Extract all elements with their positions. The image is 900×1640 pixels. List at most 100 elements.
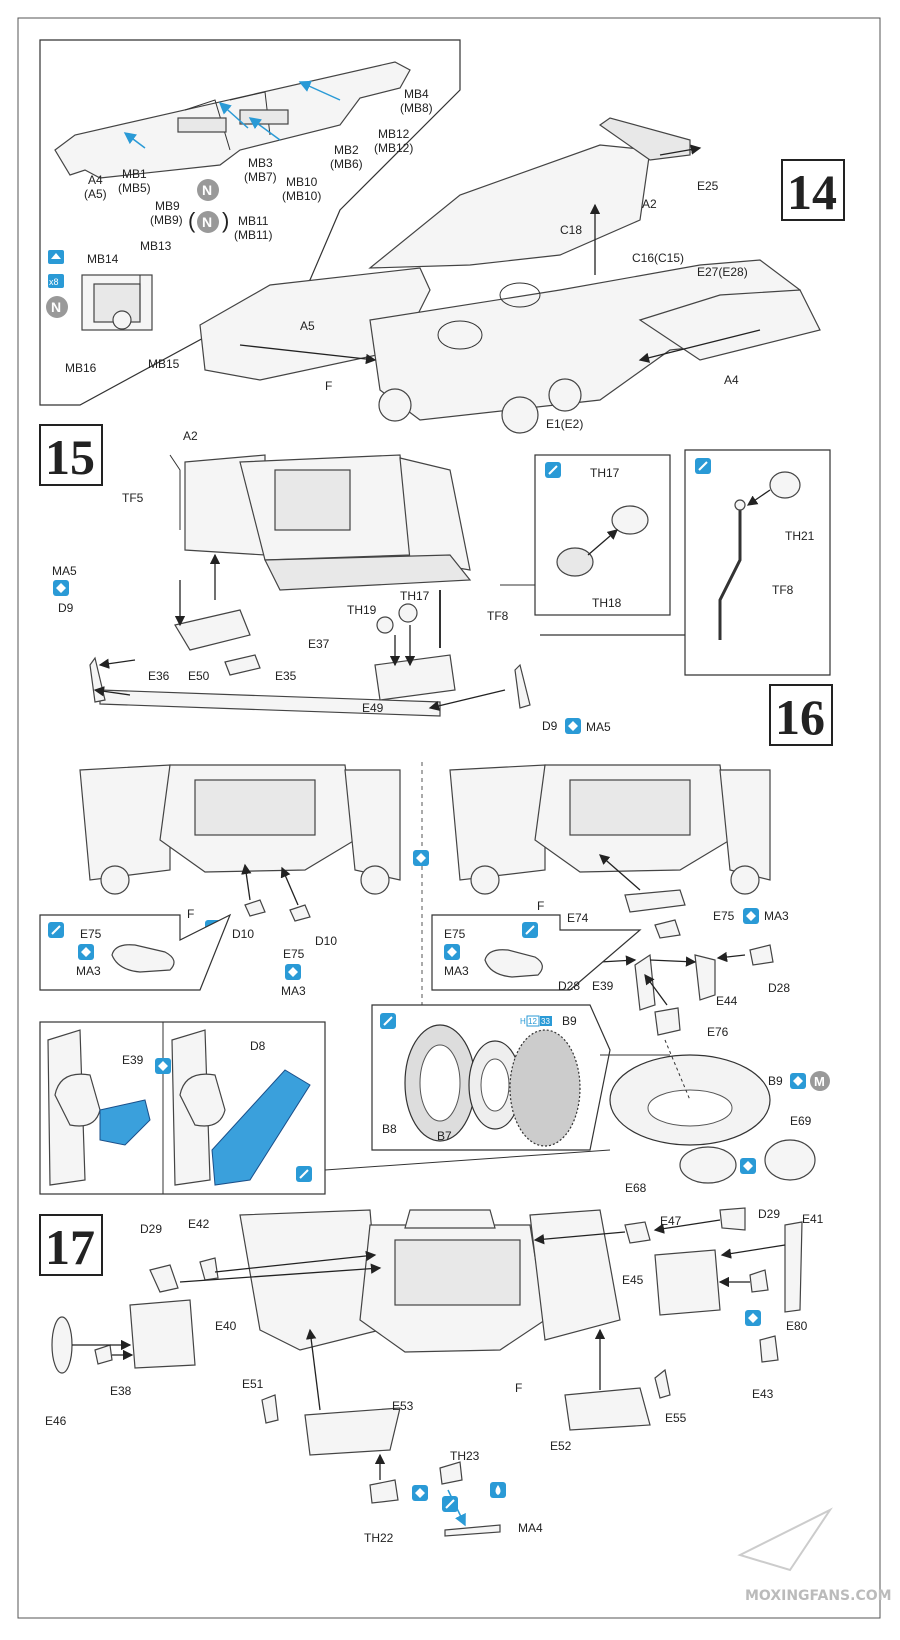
part-D10-right (289, 904, 311, 922)
label-E1: E1(E2) (546, 417, 583, 431)
part-B9 (509, 1029, 581, 1147)
label-MB10-paren: (MB10) (282, 189, 321, 203)
label-MB9: MB9 (155, 199, 180, 213)
label-MB11-paren: (MB11) (234, 228, 272, 242)
modify-icon: M (810, 1071, 830, 1091)
part-E76 (654, 1007, 681, 1036)
part-E44 (694, 954, 716, 1001)
label-MB4: MB4 (404, 87, 429, 101)
label-E27: E27(E28) (697, 265, 748, 279)
label-MB1: MB1 (122, 167, 147, 181)
part-E47 (624, 1221, 651, 1244)
label-A4-main: A4 (724, 373, 739, 387)
part-E69 (764, 1139, 816, 1181)
label-E74: E74 (567, 911, 589, 925)
hull-rear-16b (449, 764, 771, 895)
label-E47: E47 (660, 1214, 682, 1228)
glue-icon-16k (296, 1166, 312, 1182)
label-A2-15: A2 (183, 429, 198, 443)
label-MA5-a: MA5 (52, 564, 77, 578)
label-E53: E53 (392, 1399, 414, 1413)
part-D10-left (244, 899, 266, 917)
arrow-E25 (659, 144, 702, 156)
label-MA3-a: MA3 (76, 964, 101, 978)
part-E75-detail-left (111, 944, 175, 973)
label-MB8: (MB8) (400, 101, 433, 115)
part-TH18-detail (556, 547, 594, 577)
label-E36: E36 (148, 669, 170, 683)
step-14: 14 A4 (A5) MB1 (MB5) MB9 (MB9) MB11 (MB1… (39, 39, 845, 434)
glue-icon-tf8 (695, 458, 711, 474)
label-E76: E76 (707, 1025, 729, 1039)
glue-icon-16e (743, 908, 759, 924)
label-E39-b: E39 (122, 1053, 144, 1067)
glue-icon-th (545, 462, 561, 478)
label-E25: E25 (697, 179, 719, 193)
part-D29-left (149, 1264, 179, 1293)
label-MA3-c: MA3 (764, 909, 789, 923)
part-TH17 (398, 603, 418, 623)
glue-icon-16h (790, 1073, 806, 1089)
part-MA4 (444, 1524, 501, 1537)
label-D8: D8 (250, 1039, 266, 1053)
label-D29-a: D29 (140, 1222, 162, 1236)
step-17: 17 (39, 1207, 824, 1545)
label-A2: A2 (642, 197, 657, 211)
label-A5-main: A5 (300, 319, 315, 333)
label-E75-d: E75 (444, 927, 466, 941)
label-E42: E42 (188, 1217, 210, 1231)
part-E49 (374, 654, 456, 701)
label-MB15: MB15 (148, 357, 180, 371)
glue-icon-16i (740, 1158, 756, 1174)
part-E75-right (654, 919, 681, 939)
label-E80: E80 (786, 1319, 808, 1333)
part-E39 (634, 953, 656, 1011)
arrow-E41 (720, 1244, 786, 1259)
label-B9: B9 (562, 1014, 577, 1028)
arrow-E53 (305, 1328, 321, 1411)
dash-E76-wheel (664, 1039, 691, 1101)
label-E45: E45 (622, 1273, 644, 1287)
part-D8-highlight (211, 1069, 311, 1186)
arrow-E42 (214, 1250, 377, 1273)
part-E41 (784, 1221, 803, 1313)
label-B7: B7 (437, 1129, 452, 1143)
part-E40 (129, 1299, 196, 1369)
part-E55 (654, 1368, 671, 1399)
step-16: 16 F D10 D10 E75 MA3 (39, 684, 833, 1195)
label-A5-paren: (A5) (84, 187, 107, 201)
times-8-icon: x8 (48, 274, 64, 288)
mirror-detail-drawing (81, 274, 153, 331)
label-E55: E55 (665, 1411, 687, 1425)
arrow-D29-right (653, 1219, 721, 1234)
part-TF8-detail (718, 510, 742, 640)
svg-text:H: H (520, 1017, 526, 1026)
part-E52 (564, 1387, 651, 1431)
arrow-TH21 (746, 489, 771, 506)
arrow-A5 (239, 344, 377, 365)
glue-icon-16d (413, 850, 429, 866)
label-B8: B8 (382, 1122, 397, 1136)
part-E80 (749, 1269, 769, 1293)
label-MB11: MB11 (238, 214, 269, 228)
glue-drop-icon-17 (490, 1482, 506, 1498)
label-TH18: TH18 (592, 596, 622, 610)
glue-icon-tire (380, 1013, 396, 1029)
label-MB16: MB16 (65, 361, 97, 375)
part-E51 (261, 1394, 279, 1424)
part-E53 (304, 1407, 401, 1456)
glue-icon-16g (444, 944, 460, 960)
part-TH17-detail (611, 505, 649, 535)
inset-E75-right (431, 914, 642, 991)
label-E37: E37 (308, 637, 330, 651)
mount-drawing-left (47, 1029, 101, 1186)
label-TF8: TF8 (487, 609, 509, 623)
part-TH19 (376, 616, 394, 634)
glue-icon-15b (565, 718, 581, 734)
glue-icon-16a (285, 964, 301, 980)
label-E43: E43 (752, 1387, 774, 1401)
svg-text:(: ( (188, 208, 196, 233)
arrow-MB3 (218, 102, 249, 129)
label-E40: E40 (215, 1319, 237, 1333)
